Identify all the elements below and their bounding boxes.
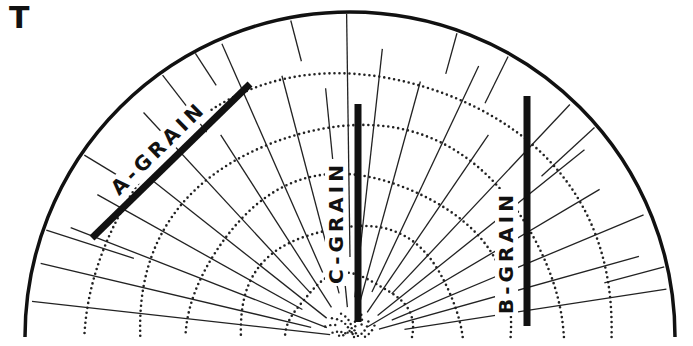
pith-dot [329, 324, 331, 326]
pith-dot [348, 330, 350, 332]
wood-ray [392, 104, 570, 293]
pith-dot [351, 333, 353, 335]
wood-ray [97, 195, 302, 310]
grain-label: C-GRAIN [324, 159, 347, 286]
pith-dot [371, 329, 373, 331]
a-grain-bar [92, 84, 250, 238]
pith-dot [336, 331, 338, 333]
log-outline [25, 12, 675, 337]
growth-ring [241, 226, 463, 337]
wood-ray [378, 150, 585, 316]
wood-ray [367, 135, 488, 313]
pith-dot [340, 331, 342, 333]
pith-dot [360, 323, 362, 325]
wood-ray [221, 135, 332, 308]
wood-ray [195, 53, 216, 85]
pith-dot [363, 329, 365, 331]
pith-dot [349, 323, 351, 325]
pith-dot [347, 326, 349, 328]
growth-ring [285, 273, 413, 337]
pith-dot [331, 331, 333, 333]
wood-ray [357, 82, 420, 313]
wood-ray [154, 182, 327, 318]
growth-ring [140, 125, 564, 337]
pith-dot [338, 334, 340, 336]
pith-dot [368, 333, 370, 335]
pith-dot [353, 336, 355, 338]
pith-dot [357, 335, 359, 337]
pith-dot [334, 324, 336, 326]
wood-ray [222, 44, 323, 273]
pith-dot [355, 332, 357, 334]
wood-ray [32, 301, 330, 334]
pith-dot [344, 315, 346, 317]
pith-dot [367, 320, 369, 322]
pith-dot [344, 332, 346, 334]
pith-dot [342, 334, 344, 336]
wood-rays [32, 14, 666, 335]
pith-dot [353, 329, 355, 331]
pith-dot [364, 336, 366, 338]
b-grain-bar [524, 96, 531, 326]
wood-ray [71, 228, 327, 328]
wood-ray [367, 189, 599, 327]
pith-dot [331, 317, 333, 319]
panel-letter: T [7, 1, 31, 36]
pith-dot [366, 325, 368, 327]
wood-ray [404, 289, 666, 329]
c-grain-bar [355, 104, 362, 322]
pith-dot [373, 324, 375, 326]
wood-ray [46, 230, 134, 258]
wood-ray [542, 127, 595, 176]
pith-dot [340, 320, 342, 322]
pith-dot [336, 318, 338, 320]
wood-ray [41, 263, 312, 327]
pith-dots [324, 312, 376, 338]
pith-dot [347, 319, 349, 321]
grain-label: B-GRAIN [495, 188, 518, 315]
grain-label: A-GRAIN [105, 95, 212, 200]
wood-ray [291, 20, 302, 61]
pith-dot [340, 312, 342, 314]
pith-dot [346, 331, 348, 333]
wood-ray [485, 56, 508, 103]
pith-dot [354, 325, 356, 327]
wood-ray [604, 267, 664, 283]
pith-dot [344, 323, 346, 325]
wood-ray [446, 33, 457, 74]
pith-dot [324, 325, 326, 327]
pith-dot [351, 327, 353, 329]
growth-ring [185, 174, 511, 337]
pith-dot [360, 332, 362, 334]
